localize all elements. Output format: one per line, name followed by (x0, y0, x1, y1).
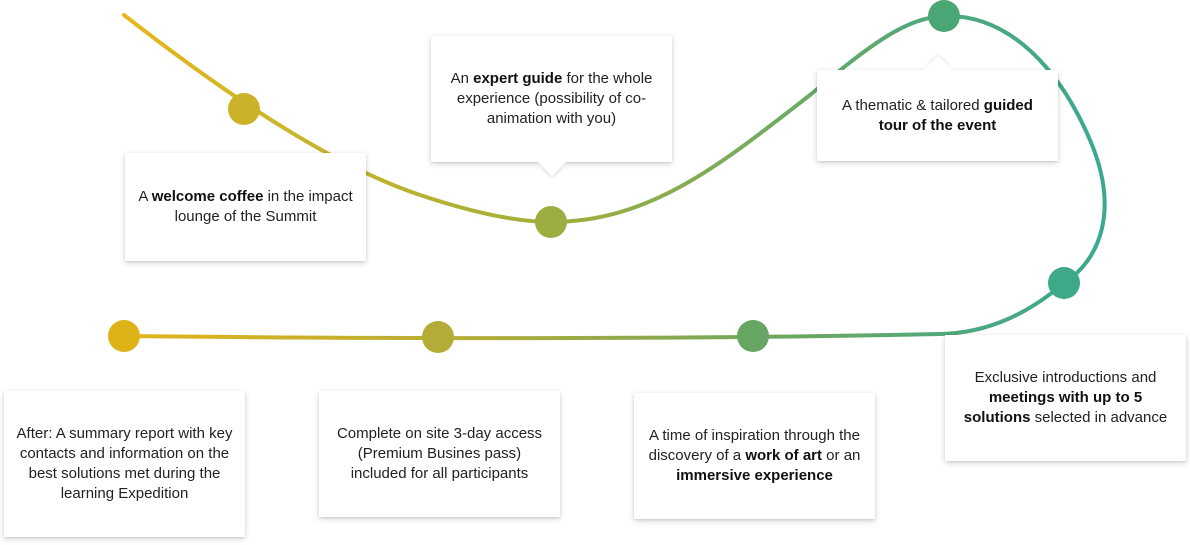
milestone-dot-tour (928, 0, 960, 32)
milestone-dot-meetings (1048, 267, 1080, 299)
milestone-dot-report (108, 320, 140, 352)
step-card-welcome: A welcome coffee in the impact lounge of… (125, 153, 366, 261)
step-card-meetings: Exclusive introductions and meetings wit… (945, 335, 1186, 461)
journey-line-upper (122, 13, 1107, 285)
milestone-dot-art (737, 320, 769, 352)
step-card-access: Complete on site 3-day access (Premium B… (319, 391, 560, 517)
step-card-guide: An expert guide for the whole experience… (431, 36, 672, 162)
step-text-access: Complete on site 3-day access (Premium B… (336, 425, 543, 482)
step-text-tour: A thematic & tailored guided tour of the… (842, 96, 1033, 134)
step-text-guide: An expert guide for the whole experience… (450, 70, 653, 127)
milestone-dot-welcome (228, 93, 260, 125)
step-text-meetings: Exclusive introductions and meetings wit… (963, 369, 1168, 426)
step-text-art: A time of inspiration through the discov… (648, 427, 861, 484)
step-text-report: After: A summary report with key contact… (16, 425, 233, 502)
step-card-tour: A thematic & tailored guided tour of the… (817, 70, 1058, 161)
milestone-dot-guide (535, 206, 567, 238)
step-card-report: After: A summary report with key contact… (4, 391, 245, 537)
step-text-welcome: A welcome coffee in the impact lounge of… (138, 188, 353, 225)
step-card-art: A time of inspiration through the discov… (634, 393, 875, 519)
milestone-dot-access (422, 321, 454, 353)
journey-line-lower (122, 281, 1066, 341)
